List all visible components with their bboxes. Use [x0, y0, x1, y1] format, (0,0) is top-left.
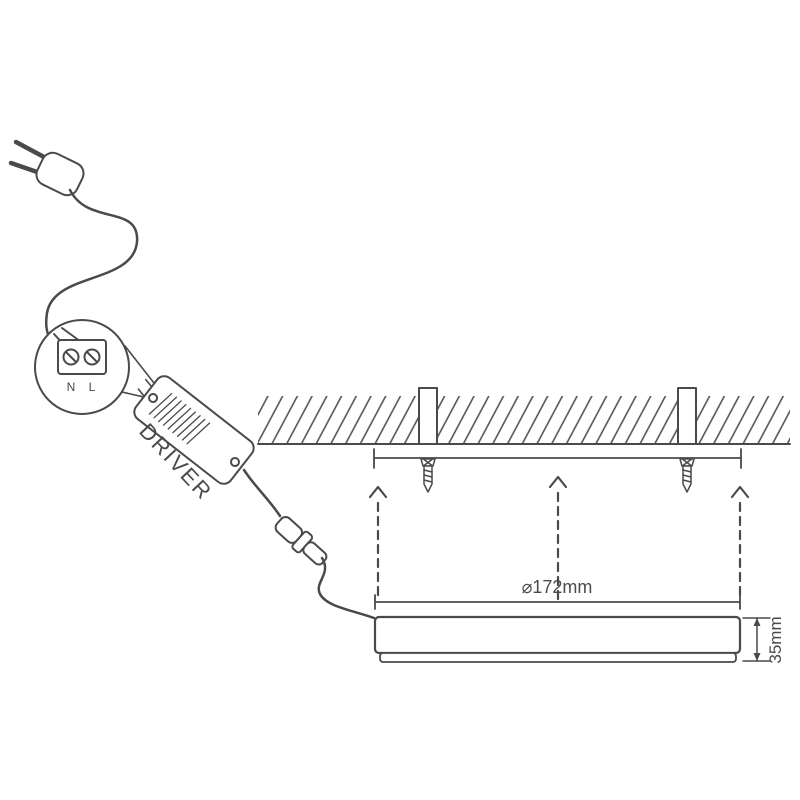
ceiling-hatch: [258, 396, 790, 443]
panel-light: [373, 615, 742, 663]
cable-connector: [274, 516, 328, 566]
mounting-bracket: [373, 448, 742, 469]
height-arrow-top: [753, 618, 761, 626]
mounting-screw-left: [420, 458, 436, 493]
terminal-label-n: N: [67, 380, 76, 394]
install-arrow-middle: [548, 475, 568, 602]
terminal-screw-n-slot: [65, 351, 77, 363]
anchor-post-right: [677, 387, 697, 445]
panel-diffuser: [379, 652, 737, 663]
wiring-detail-circle: N L: [34, 319, 158, 415]
driver-mount-hole-input: [148, 392, 159, 403]
arrow-head: [548, 475, 568, 489]
driver-box: DRIVER: [133, 375, 255, 505]
callout-line-top: [124, 345, 155, 384]
panel-body: [373, 615, 742, 655]
power-cable: [45, 188, 139, 348]
terminal-screw-l-slot: [86, 351, 98, 363]
power-plug: [8, 139, 85, 197]
diameter-dim-label: ⌀172mm: [522, 577, 593, 597]
height-dimension: 35mm: [742, 616, 785, 664]
diameter-dimension: ⌀172mm: [374, 577, 741, 610]
plug-pin-bottom: [8, 160, 43, 176]
plug-pin-top: [13, 139, 47, 160]
driver-input-wire-2: [137, 388, 146, 398]
install-arrow-right: [730, 485, 750, 602]
install-arrow-left: [368, 485, 388, 602]
ceiling: [257, 387, 791, 445]
height-arrow-bottom: [753, 653, 761, 661]
driver-output-cable: [242, 468, 282, 518]
driver-vent-fins: [148, 392, 211, 445]
driver-mount-hole-output: [229, 457, 240, 468]
anchor-post-left: [418, 387, 438, 445]
terminal-block: [57, 339, 107, 375]
arrow-head: [368, 485, 388, 499]
mounting-screw-right: [679, 458, 695, 493]
panel-lead-cable: [317, 556, 376, 620]
plug-body: [35, 151, 85, 197]
arrow-head: [730, 485, 750, 499]
driver-input-wire-1: [144, 378, 153, 388]
terminal-label-l: L: [89, 380, 96, 394]
height-dim-label: 35mm: [766, 616, 785, 663]
